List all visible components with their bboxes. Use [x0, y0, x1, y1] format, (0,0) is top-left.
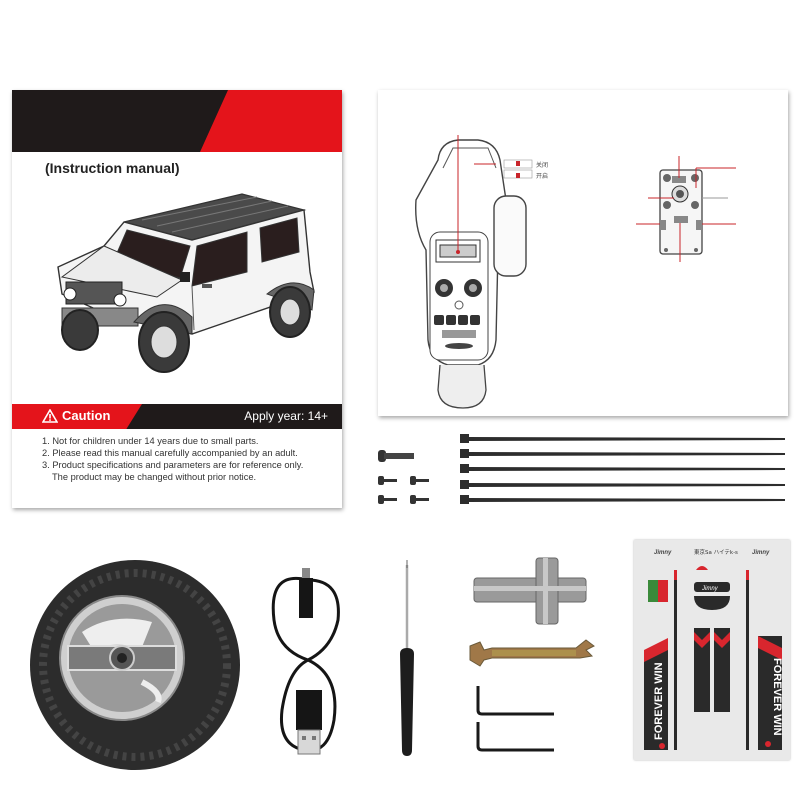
usb-cable	[271, 568, 340, 755]
switch-off-label: 关闭	[536, 161, 548, 169]
screws	[378, 450, 429, 504]
spare-tire	[30, 560, 240, 770]
caution-label: Caution	[62, 408, 111, 423]
apply-year: Apply year: 14+	[244, 409, 328, 423]
decal-jimny-badge: Jimny	[701, 586, 719, 592]
manual-header-band	[12, 90, 342, 152]
hex-keys	[476, 686, 554, 752]
cross-wrench	[473, 557, 587, 625]
caution-heading: Caution	[42, 408, 110, 423]
diagram-drawing: 关闭 开启	[415, 135, 736, 409]
caution-note: 2. Please read this manual carefully acc…	[42, 448, 298, 458]
open-wrench	[469, 639, 595, 667]
decal-sheet: Jimny 東京Sa ハイテk-s Jimny Jimny FOREVER WI…	[634, 540, 790, 760]
warning-triangle-icon	[42, 408, 58, 423]
jimny-car-illustration	[57, 193, 315, 373]
decal-jimny-label: Jimny	[752, 550, 770, 556]
decal-tokyo-label: 東京Sa ハイテk-s	[694, 548, 738, 556]
decal-graphics: Jimny 東京Sa ハイテk-s Jimny Jimny FOREVER WI…	[644, 548, 783, 750]
screwdriver	[400, 560, 414, 756]
decal-forever-win-left: FOREVER WIN	[653, 662, 665, 740]
decal-forever-win-right: FOREVER WIN	[771, 658, 783, 736]
caution-notes: 1. Not for children under 14 years due t…	[42, 435, 303, 483]
cable-ties	[460, 434, 785, 504]
caution-note: 3. Product specifications and parameters…	[42, 460, 304, 470]
decal-jimny-label: Jimny	[654, 550, 672, 556]
caution-bar	[12, 404, 342, 429]
caution-note: The product may be changed without prior…	[52, 472, 257, 482]
caution-note: 1. Not for children under 14 years due t…	[42, 436, 259, 446]
transmitter-servo-diagram: 关闭 开启	[378, 90, 788, 416]
instruction-manual: (Instruction manual)	[12, 90, 342, 508]
manual-title: (Instruction manual)	[45, 160, 180, 176]
switch-on-label: 开启	[536, 172, 548, 180]
